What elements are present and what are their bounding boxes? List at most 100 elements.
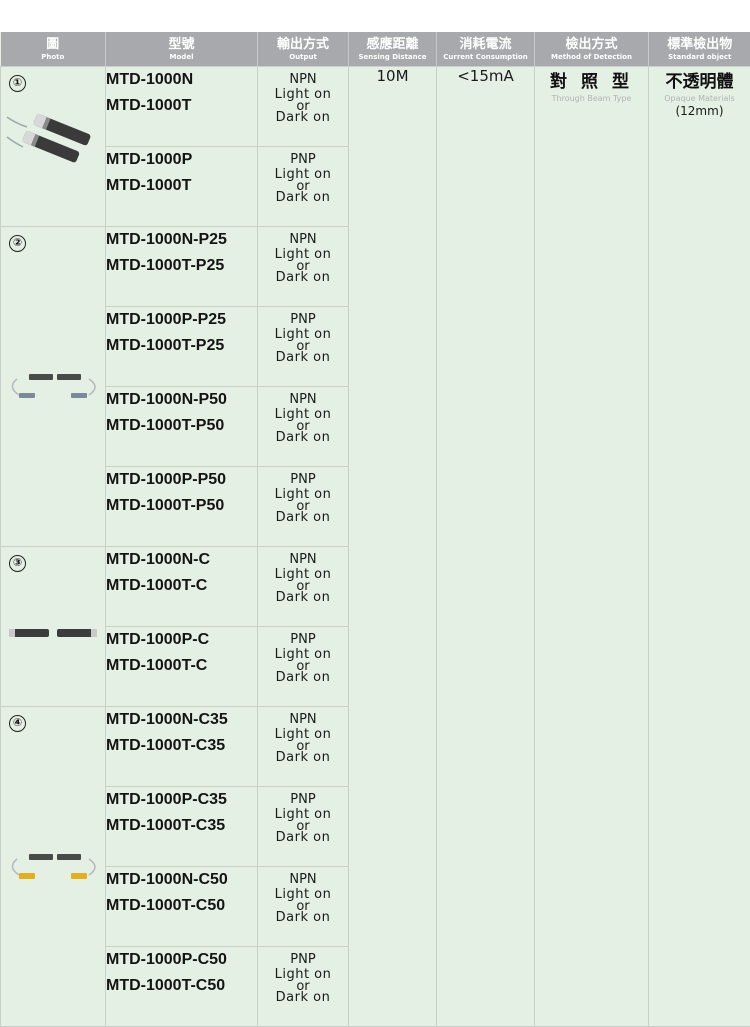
model-name: MTD-1000N-C50 [106, 867, 257, 893]
group-number: ① [9, 75, 26, 92]
model-cell: MTD-1000P-C MTD-1000T-C [106, 627, 258, 707]
model-name: MTD-1000P-C35 [106, 787, 257, 813]
header-en: Photo [1, 52, 106, 62]
model-cell: MTD-1000N-C MTD-1000T-C [106, 547, 258, 627]
standard-object-size: (12mm) [649, 104, 750, 118]
header-en: Method of Detection [535, 52, 648, 62]
header-en: Output [258, 52, 348, 62]
model-name: MTD-1000T [106, 93, 257, 119]
yellow-connector-sensor-pair-icon [5, 847, 101, 887]
dark-on-label: Dark on [258, 111, 348, 125]
model-cell: MTD-1000N-C35 MTD-1000T-C35 [106, 707, 258, 787]
sensing-distance: 10M [349, 67, 436, 85]
dark-on-label: Dark on [258, 271, 348, 285]
model-cell: MTD-1000N-P50 MTD-1000T-P50 [106, 387, 258, 467]
group-number: ③ [9, 555, 26, 572]
dark-on-label: Dark on [258, 991, 348, 1005]
model-name: MTD-1000T-P50 [106, 413, 257, 439]
photo-cell: ③ [1, 547, 106, 707]
output-type: PNP [258, 472, 348, 487]
output-type: NPN [258, 232, 348, 247]
model-name: MTD-1000T-C50 [106, 973, 257, 999]
standard-object: 不透明體 [649, 67, 750, 92]
model-name: MTD-1000P-C50 [106, 947, 257, 973]
model-cell: MTD-1000P-P25 MTD-1000T-P25 [106, 307, 258, 387]
output-type: PNP [258, 792, 348, 807]
model-cell: MTD-1000P-C35 MTD-1000T-C35 [106, 787, 258, 867]
model-name: MTD-1000N [106, 67, 257, 93]
model-name: MTD-1000N-P50 [106, 387, 257, 413]
header-zh: 輸出方式 [258, 37, 348, 52]
model-cell: MTD-1000P MTD-1000T [106, 147, 258, 227]
header-zh: 型號 [106, 37, 257, 52]
model-name: MTD-1000T-C50 [106, 893, 257, 919]
header-en: Standard object [649, 52, 750, 62]
model-name: MTD-1000N-C [106, 547, 257, 573]
output-type: NPN [258, 872, 348, 887]
dark-on-label: Dark on [258, 351, 348, 365]
detection-method: 對照型 [535, 67, 648, 92]
current-consumption-cell: <15mA [437, 67, 535, 1027]
output-type: PNP [258, 952, 348, 967]
group-number: ② [9, 235, 26, 252]
model-cell: MTD-1000P-C50 MTD-1000T-C50 [106, 947, 258, 1027]
model-name: MTD-1000T-P25 [106, 333, 257, 359]
detection-method-cell: 對照型 Through Beam Type [535, 67, 649, 1027]
model-name: MTD-1000P-C [106, 627, 257, 653]
dark-on-label: Dark on [258, 831, 348, 845]
bullet-sensor-pair-icon [5, 107, 101, 187]
photo-cell: ① [1, 67, 106, 227]
photo-cell: ② [1, 227, 106, 547]
standard-object-en: Opaque Materials [649, 94, 750, 103]
model-cell: MTD-1000P-P50 MTD-1000T-P50 [106, 467, 258, 547]
detection-method-en: Through Beam Type [535, 94, 648, 103]
model-name: MTD-1000T-P50 [106, 493, 257, 519]
header-en: Model [106, 52, 257, 62]
dark-on-label: Dark on [258, 751, 348, 765]
dark-on-label: Dark on [258, 671, 348, 685]
header-zh: 消耗電流 [437, 37, 534, 52]
cable-sensor-pair-icon [5, 367, 101, 407]
group-number: ④ [9, 715, 26, 732]
model-name: MTD-1000T-C35 [106, 733, 257, 759]
dark-on-label: Dark on [258, 591, 348, 605]
model-name: MTD-1000T-P25 [106, 253, 257, 279]
current-consumption: <15mA [437, 67, 534, 85]
dark-on-label: Dark on [258, 191, 348, 205]
model-name: MTD-1000T-C [106, 573, 257, 599]
header-zh: 圖 [1, 37, 106, 52]
model-name: MTD-1000P-P25 [106, 307, 257, 333]
model-cell: MTD-1000N MTD-1000T [106, 67, 258, 147]
header-en: Current Consumption [437, 52, 534, 62]
model-name: MTD-1000N-P25 [106, 227, 257, 253]
output-type: NPN [258, 392, 348, 407]
header-zh: 檢出方式 [535, 37, 648, 52]
table-row: ① MTD-1000N MTD-1000T [1, 67, 750, 147]
connector-sensor-pair-icon [5, 623, 101, 643]
header-zh: 感應距離 [349, 37, 436, 52]
output-type: NPN [258, 72, 348, 87]
output-type: PNP [258, 152, 348, 167]
model-cell: MTD-1000N-P25 MTD-1000T-P25 [106, 227, 258, 307]
output-type: NPN [258, 712, 348, 727]
model-name: MTD-1000P [106, 147, 257, 173]
output-type: NPN [258, 552, 348, 567]
